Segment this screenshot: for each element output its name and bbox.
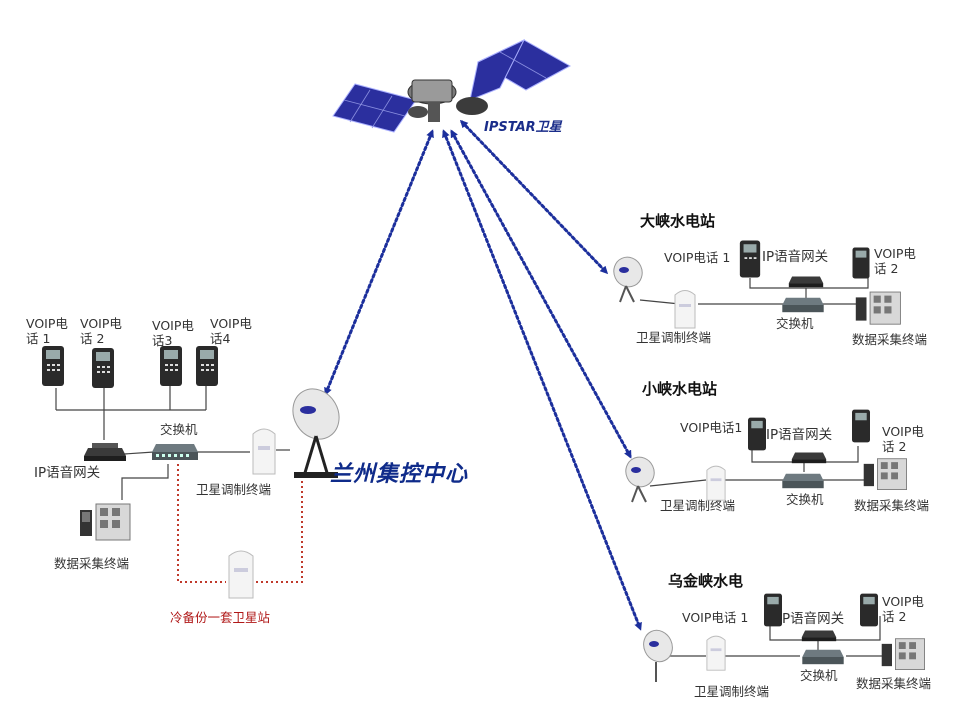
satellite-dish-icon — [643, 629, 673, 682]
phone-icon — [196, 346, 218, 386]
satellite-modem-icon — [706, 465, 726, 501]
switch-icon — [802, 649, 844, 665]
satellite-icon — [332, 38, 572, 133]
voip-gateway-icon — [801, 630, 837, 642]
center-phone-3-label: VOIP电话3 — [152, 318, 194, 348]
voip-gateway-icon — [791, 452, 827, 464]
center-data-terminal-label: 数据采集终端 — [54, 556, 130, 571]
switch-icon — [782, 473, 824, 489]
phone-icon — [739, 240, 761, 278]
satellite-dish-icon — [613, 256, 643, 303]
daxia-modem-label: 卫星调制终端 — [636, 330, 712, 345]
xiaoxia-phone-2-label: VOIP电话 2 — [882, 424, 924, 454]
daxia-wiring — [639, 278, 869, 305]
satellite-label: IPSTAR卫星 — [484, 120, 562, 135]
xiaoxia-modem-label: 卫星调制终端 — [660, 498, 736, 513]
data-terminal-icon — [881, 638, 925, 670]
data-terminal-icon — [80, 503, 131, 541]
satellite-dish-icon — [625, 456, 655, 503]
phone-icon — [160, 346, 182, 386]
phone-icon — [764, 593, 782, 627]
wujinxia-phone-2-label: VOIP电话 2 — [882, 594, 924, 624]
wujinxia-switch-label: 交换机 — [800, 668, 838, 683]
xiaoxia-phone-1-label: VOIP电话1 — [680, 420, 743, 435]
wujinxia-modem-label: 卫星调制终端 — [694, 684, 770, 699]
daxia-gateway-label: IP语音网关 — [762, 249, 829, 265]
voip-gateway-icon — [788, 276, 824, 288]
center-title: 兰州集控中心 — [330, 462, 469, 487]
sat-link-center — [324, 129, 434, 396]
center-phone-1-label: VOIP电话 1 — [26, 316, 68, 346]
center-switch-label: 交换机 — [160, 422, 198, 437]
xiaoxia-wiring — [649, 446, 866, 487]
data-terminal-icon — [855, 291, 901, 325]
sat-link-xiaoxia — [450, 129, 632, 459]
sat-link-wujinxia — [442, 129, 642, 631]
backup-modem-icon — [228, 550, 254, 599]
station-title-xiaoxia: 小峡水电站 — [642, 380, 718, 398]
daxia-data-terminal-label: 数据采集终端 — [852, 332, 928, 347]
xiaoxia-gateway-label: IP语音网关 — [766, 427, 833, 443]
phone-icon — [852, 247, 870, 279]
backup-station-label: 冷备份一套卫星站 — [170, 610, 271, 625]
satellite-dish-icon — [292, 388, 340, 478]
phone-icon — [852, 409, 870, 443]
phone-icon — [748, 417, 766, 451]
xiaoxia-data-terminal-label: 数据采集终端 — [854, 498, 930, 513]
satellite-modem-icon — [674, 290, 696, 329]
center-phone-4-label: VOIP电话4 — [210, 316, 252, 346]
daxia-phone-2-label: VOIP电话 2 — [874, 246, 916, 276]
center-phone-2-label: VOIP电话 2 — [80, 316, 122, 346]
satellite-modem-icon — [252, 428, 276, 475]
satellite-modem-icon — [706, 635, 726, 671]
center-wiring — [55, 386, 290, 500]
sat-link-daxia — [459, 119, 609, 275]
wujinxia-gateway-label: IP语音网关 — [778, 611, 845, 627]
xiaoxia-switch-label: 交换机 — [786, 492, 824, 507]
phone-icon — [860, 593, 878, 627]
switch-icon — [152, 444, 198, 460]
backup-link — [177, 464, 303, 583]
data-terminal-icon — [863, 458, 907, 490]
center-gateway-label: IP语音网关 — [34, 465, 101, 481]
switch-icon — [782, 297, 824, 313]
station-title-wujinxia: 乌金峡水电 — [668, 572, 744, 590]
daxia-switch-label: 交换机 — [776, 316, 814, 331]
phone-icon — [92, 348, 114, 388]
wujinxia-data-terminal-label: 数据采集终端 — [856, 676, 932, 691]
wujinxia-phone-1-label: VOIP电话 1 — [682, 610, 749, 625]
station-title-daxia: 大峡水电站 — [640, 212, 716, 230]
daxia-phone-1-label: VOIP电话 1 — [664, 250, 731, 265]
center-modem-label: 卫星调制终端 — [196, 482, 272, 497]
voip-gateway-icon — [84, 443, 126, 461]
phone-icon — [42, 346, 64, 386]
